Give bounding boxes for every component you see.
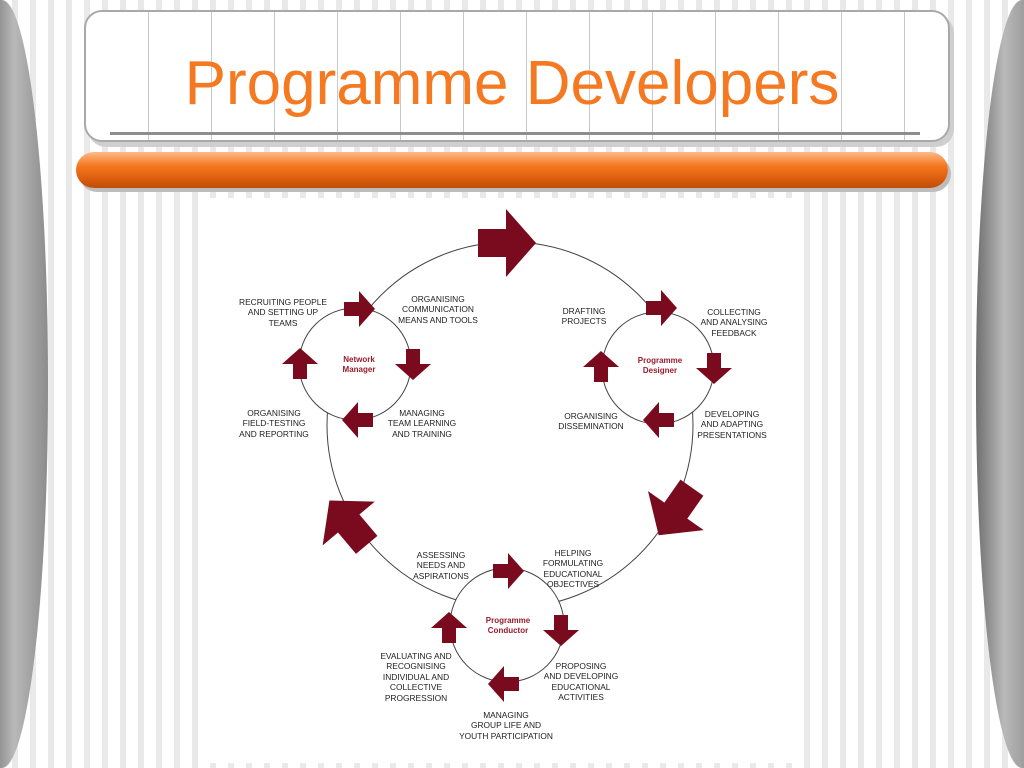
title-underline [110, 132, 920, 135]
label-managing-team: MANAGING TEAM LEARNING AND TRAINING [387, 408, 457, 439]
label-collecting: COLLECTING AND ANALYSING FEEDBACK [700, 307, 768, 338]
hub-label-programme-conductor: Programme Conductor [485, 616, 531, 635]
diagram-panel: Network Manager Programme Designer Progr… [204, 198, 798, 763]
label-proposing: PROPOSING AND DEVELOPING EDUCATIONAL ACT… [543, 661, 619, 703]
label-helping: HELPING FORMULATING EDUCATIONAL OBJECTIV… [542, 548, 604, 590]
cycle-diagram [282, 209, 732, 702]
label-assessing: ASSESSING NEEDS AND ASPIRATIONS [413, 550, 469, 581]
label-organising-field: ORGANISING FIELD-TESTING AND REPORTING [239, 408, 309, 439]
label-organising-dissemination: ORGANISING DISSEMINATION [558, 411, 624, 432]
title-frame [84, 10, 950, 142]
cycle-arrow-top [478, 209, 536, 277]
label-developing: DEVELOPING AND ADAPTING PRESENTATIONS [697, 409, 767, 440]
page-title: Programme Developers [184, 49, 840, 118]
cycle-arrow-right [630, 468, 720, 555]
label-organising-communication: ORGANISING COMMUNICATION MEANS AND TOOLS [398, 294, 478, 325]
label-evaluating: EVALUATING AND RECOGNISING INDIVIDUAL AN… [380, 651, 452, 703]
label-managing-group: MANAGING GROUP LIFE AND YOUTH PARTICIPAT… [459, 710, 553, 741]
orange-divider-bar [76, 152, 948, 188]
label-drafting: DRAFTING PROJECTS [561, 306, 607, 327]
label-recruiting: RECRUITING PEOPLE AND SETTING UP TEAMS [239, 297, 327, 328]
hub-label-network-manager: Network Manager [342, 355, 376, 374]
hub-label-programme-designer: Programme Designer [637, 356, 683, 375]
